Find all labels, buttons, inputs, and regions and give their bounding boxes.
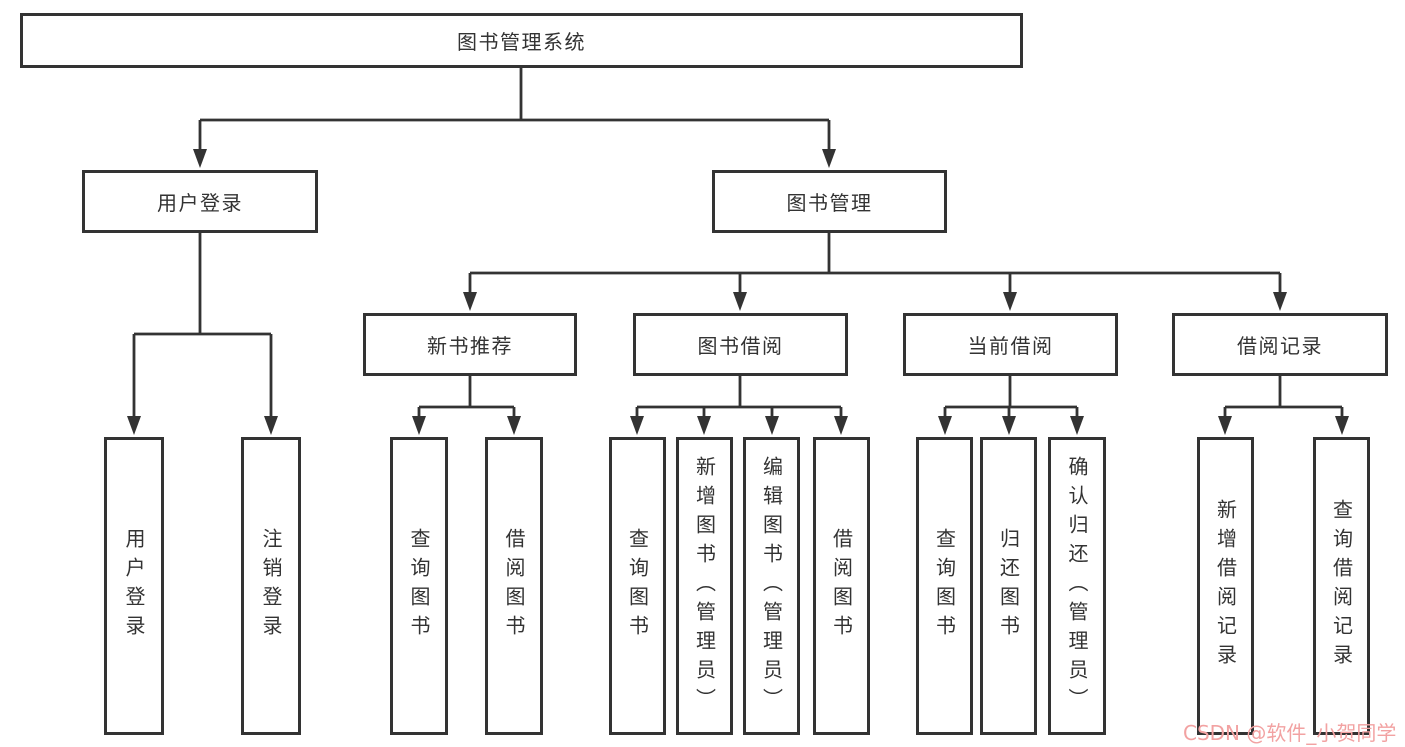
leaf-return-books-label: 归还图书: [996, 528, 1021, 644]
leaf-add-book-admin: 新增图书（管理员）: [676, 437, 733, 735]
leaf-borrow-books-borrowing-label: 借阅图书: [829, 528, 854, 644]
leaf-user-login-label: 用户登录: [122, 528, 146, 644]
leaf-borrow-books-recommend-label: 借阅图书: [502, 528, 526, 644]
leaf-add-book-admin-label: 新增图书（管理员）: [692, 455, 717, 717]
leaf-return-books: 归还图书: [980, 437, 1037, 735]
leaf-query-borrow-record-label: 查询借阅记录: [1329, 499, 1354, 673]
node-book-borrowing: 图书借阅: [633, 313, 848, 376]
leaf-query-books-current-label: 查询图书: [932, 528, 957, 644]
leaf-query-borrow-record: 查询借阅记录: [1313, 437, 1370, 735]
leaf-query-books-borrowing-label: 查询图书: [625, 528, 650, 644]
leaf-query-books-recommend-label: 查询图书: [407, 528, 431, 644]
leaf-user-login: 用户登录: [104, 437, 164, 735]
leaf-query-books-recommend: 查询图书: [390, 437, 448, 735]
node-book-management: 图书管理: [712, 170, 947, 233]
node-current-borrowing: 当前借阅: [903, 313, 1118, 376]
leaf-edit-book-admin: 编辑图书（管理员）: [743, 437, 800, 735]
leaf-add-borrow-record-label: 新增借阅记录: [1213, 499, 1238, 673]
leaf-logout: 注销登录: [241, 437, 301, 735]
node-borrowing-records: 借阅记录: [1172, 313, 1388, 376]
leaf-borrow-books-borrowing: 借阅图书: [813, 437, 870, 735]
leaf-logout-label: 注销登录: [259, 528, 283, 644]
node-user-login: 用户登录: [82, 170, 318, 233]
leaf-add-borrow-record: 新增借阅记录: [1197, 437, 1254, 735]
leaf-confirm-return-admin: 确认归还（管理员）: [1048, 437, 1106, 735]
leaf-confirm-return-admin-label: 确认归还（管理员）: [1065, 455, 1089, 717]
leaf-query-books-borrowing: 查询图书: [609, 437, 666, 735]
csdn-watermark: CSDN @软件_小贺同学: [1183, 721, 1397, 745]
leaf-borrow-books-recommend: 借阅图书: [485, 437, 543, 735]
leaf-query-books-current: 查询图书: [916, 437, 973, 735]
node-new-book-recommend: 新书推荐: [363, 313, 577, 376]
node-library-management-system: 图书管理系统: [20, 13, 1023, 68]
leaf-edit-book-admin-label: 编辑图书（管理员）: [759, 455, 784, 717]
